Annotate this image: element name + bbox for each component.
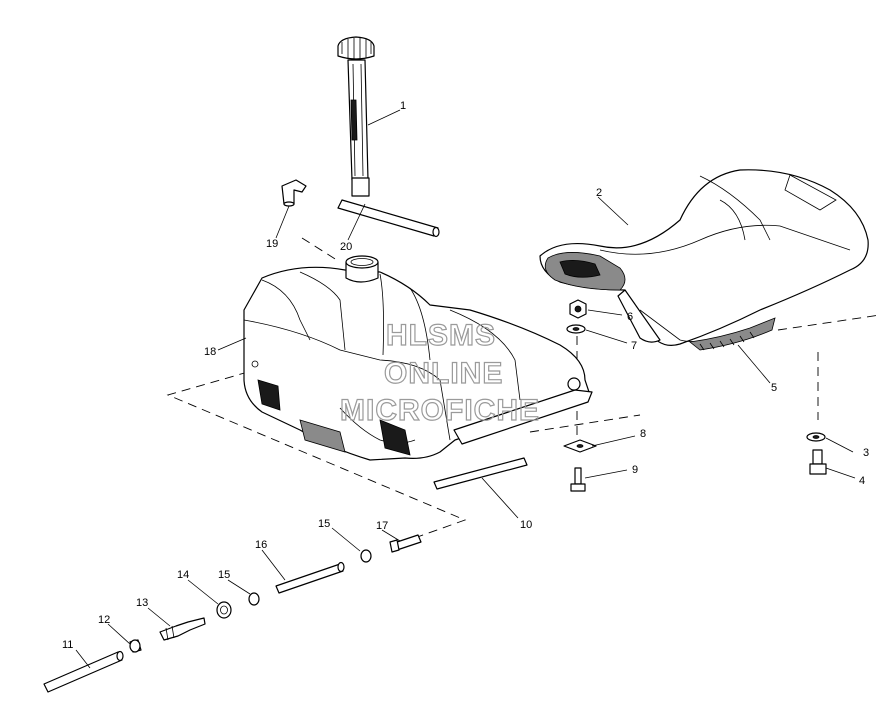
callout-1: 1 (400, 100, 406, 112)
part-fuel-filter-13 (159, 617, 206, 641)
callout-19: 19 (266, 238, 278, 250)
callout-6: 6 (627, 311, 633, 323)
callout-2: 2 (596, 187, 602, 199)
part-rubber-strip (433, 457, 528, 490)
part-clamp-15a (248, 592, 260, 606)
part-bolt-9 (570, 467, 586, 492)
part-fitting-17 (389, 534, 422, 553)
part-fuel-filler-neck (337, 36, 375, 197)
callout-18: 18 (204, 346, 216, 358)
callout-20: 20 (340, 241, 352, 253)
part-seat (539, 169, 869, 346)
callout-13: 13 (136, 597, 148, 609)
part-washer-3 (806, 432, 826, 442)
watermark-line-1: HLSMS (386, 319, 496, 352)
part-fuel-tank (243, 255, 593, 461)
part-washer (566, 324, 586, 334)
callout-4: 4 (859, 475, 865, 487)
callout-3: 3 (863, 447, 869, 459)
part-fuel-line-16 (275, 561, 345, 594)
callout-5: 5 (771, 382, 777, 394)
callout-15b: 15 (318, 518, 330, 530)
part-clamp-12 (129, 639, 142, 653)
part-grommet-14 (216, 601, 232, 619)
part-bolt-4 (809, 449, 827, 475)
part-clamp-15b (360, 549, 372, 563)
callout-9: 9 (632, 464, 638, 476)
callout-7: 7 (631, 340, 637, 352)
part-nut (569, 299, 587, 319)
part-seat-latch (689, 317, 776, 351)
callout-8: 8 (640, 428, 646, 440)
watermark-line-3: MICROFICHE (340, 394, 540, 427)
callout-labels: 1 2 3 4 5 6 7 8 9 10 11 12 13 14 15 15 1… (62, 100, 869, 651)
leader-lines (75, 109, 856, 669)
callout-11: 11 (62, 639, 73, 651)
callout-14: 14 (177, 569, 189, 581)
watermark: HLSMS ONLINE MICROFICHE (339, 318, 540, 427)
part-vent-hose (337, 199, 440, 238)
part-elbow-fitting (281, 179, 307, 207)
part-mount-plate (563, 439, 597, 453)
callout-16: 16 (255, 539, 267, 551)
callout-12: 12 (98, 614, 110, 626)
callout-10: 10 (520, 519, 532, 531)
callout-15a: 15 (218, 569, 230, 581)
callout-17: 17 (376, 520, 388, 532)
watermark-line-2: ONLINE (384, 357, 503, 390)
part-fuel-line-11 (43, 650, 124, 693)
